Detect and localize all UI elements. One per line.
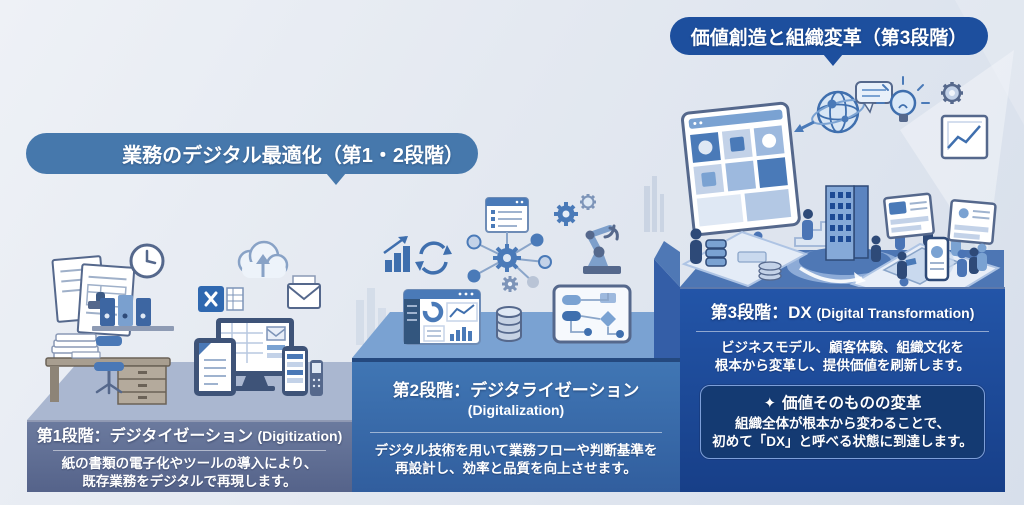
step1-divider bbox=[53, 450, 326, 451]
step3-highlight-box: ✦ 価値そのものの変革 組織全体が根本から変わることで、 初めて「DX」と呼べる状… bbox=[700, 385, 985, 459]
banner-phase3-pointer bbox=[823, 54, 843, 66]
step3-title-jp: 第3段階：DX bbox=[710, 303, 812, 322]
step2-panel: 第2段階：デジタライゼーション (Digitalization) デジタル技術を… bbox=[352, 358, 680, 492]
robot-arm-icon bbox=[583, 224, 621, 274]
growth-bar-chart-icon bbox=[383, 235, 410, 272]
clock-icon bbox=[129, 243, 165, 279]
step1-title-jp: 第1段階：デジタイゼーション bbox=[36, 428, 254, 445]
step2-title-en: (Digitalization) bbox=[467, 402, 565, 418]
feature-phone-icon bbox=[310, 360, 323, 396]
step1-body-line2: 既存業務をデジタルで再現します。 bbox=[82, 473, 297, 489]
banner-phase12-label: 業務のデジタル最適化（第1・2段階） bbox=[122, 145, 464, 167]
spreadsheet-icon bbox=[226, 287, 244, 311]
step3-body-line2: 根本から変革し、提供価値を刷新します。 bbox=[714, 357, 971, 373]
step3-title: 第3段階：DX (Digital Transformation) bbox=[680, 302, 1005, 324]
analytics-dashboard-icon bbox=[403, 289, 481, 345]
step3-divider bbox=[696, 331, 989, 332]
gear-network-icon bbox=[466, 233, 552, 292]
lightbulb-icon bbox=[876, 76, 930, 122]
database-icon bbox=[496, 306, 522, 342]
gears-icon bbox=[554, 194, 596, 226]
step3-body-line1: ビジネスモデル、顧客体験、組織文化を bbox=[721, 340, 964, 355]
chart-board-icon bbox=[940, 114, 989, 160]
large-dashboard-screen-icon bbox=[680, 101, 801, 236]
highlight-body-line1: 組織全体が根本から変わることで、 bbox=[734, 416, 951, 431]
speech-bubble-icon bbox=[855, 81, 893, 114]
step2-title: 第2段階：デジタライゼーション bbox=[352, 380, 680, 401]
banner-phase3: 価値創造と組織変革（第3段階） bbox=[670, 17, 988, 66]
sparkle-icon: ✦ bbox=[763, 395, 777, 412]
binders-shelf-icon bbox=[92, 295, 174, 331]
flowchart-board-icon bbox=[552, 284, 632, 344]
server-stack-icon bbox=[705, 239, 782, 281]
curved-arrow-icon bbox=[799, 266, 866, 284]
step1-title-en: (Digitization) bbox=[257, 428, 343, 444]
step2-title-jp: 第2段階：デジタライゼーション bbox=[392, 381, 640, 400]
step1-title: 第1段階：デジタイゼーション (Digitization) bbox=[27, 426, 352, 447]
sync-arrows-icon bbox=[415, 241, 452, 275]
office-chair-icon bbox=[94, 336, 124, 395]
mail-envelope-icon bbox=[287, 275, 321, 309]
office-building-icon bbox=[787, 185, 903, 284]
highlight-title: 価値そのものの変革 bbox=[782, 395, 922, 412]
left-platform-icon bbox=[681, 228, 809, 288]
banner-phase12: 業務のデジタル最適化（第1・2段階） bbox=[26, 133, 478, 185]
smartphone-icon bbox=[282, 346, 308, 396]
banner-phase12-pointer bbox=[326, 173, 346, 185]
arrow-globe-to-screen bbox=[794, 120, 815, 132]
customer-screens-icon bbox=[883, 192, 997, 279]
step3-title-en: (Digital Transformation) bbox=[816, 305, 975, 321]
highlight-body-line2: 初めて「DX」と呼べる状態に到達します。 bbox=[712, 433, 973, 449]
cloud-upload-icon bbox=[237, 240, 289, 278]
step3-panel: 第3段階：DX (Digital Transformation) ビジネスモデル… bbox=[680, 287, 1005, 492]
tablet-icon bbox=[194, 338, 236, 396]
smartphone-demo-icon bbox=[920, 236, 954, 282]
step1-panel: 第1段階：デジタイゼーション (Digitization) 紙の書類の電子化やツ… bbox=[27, 420, 352, 492]
highlight-title-row: ✦ 価値そのものの変革 bbox=[709, 393, 976, 415]
step2-body-line1: デジタル技術を用いて業務フローや判断基準を bbox=[374, 443, 658, 458]
gear-icon bbox=[941, 82, 963, 104]
step1-body-line1: 紙の書類の電子化やツールの導入により、 bbox=[61, 456, 318, 471]
banner-phase3-label: 価値創造と組織変革（第3段階） bbox=[690, 27, 968, 49]
step2-divider bbox=[370, 432, 662, 433]
browser-list-icon bbox=[485, 197, 529, 245]
excel-tile-icon bbox=[198, 286, 224, 312]
globe-icon bbox=[811, 90, 865, 134]
step2-body-line2: 再設計し、効率と品質を向上させます。 bbox=[395, 460, 637, 476]
